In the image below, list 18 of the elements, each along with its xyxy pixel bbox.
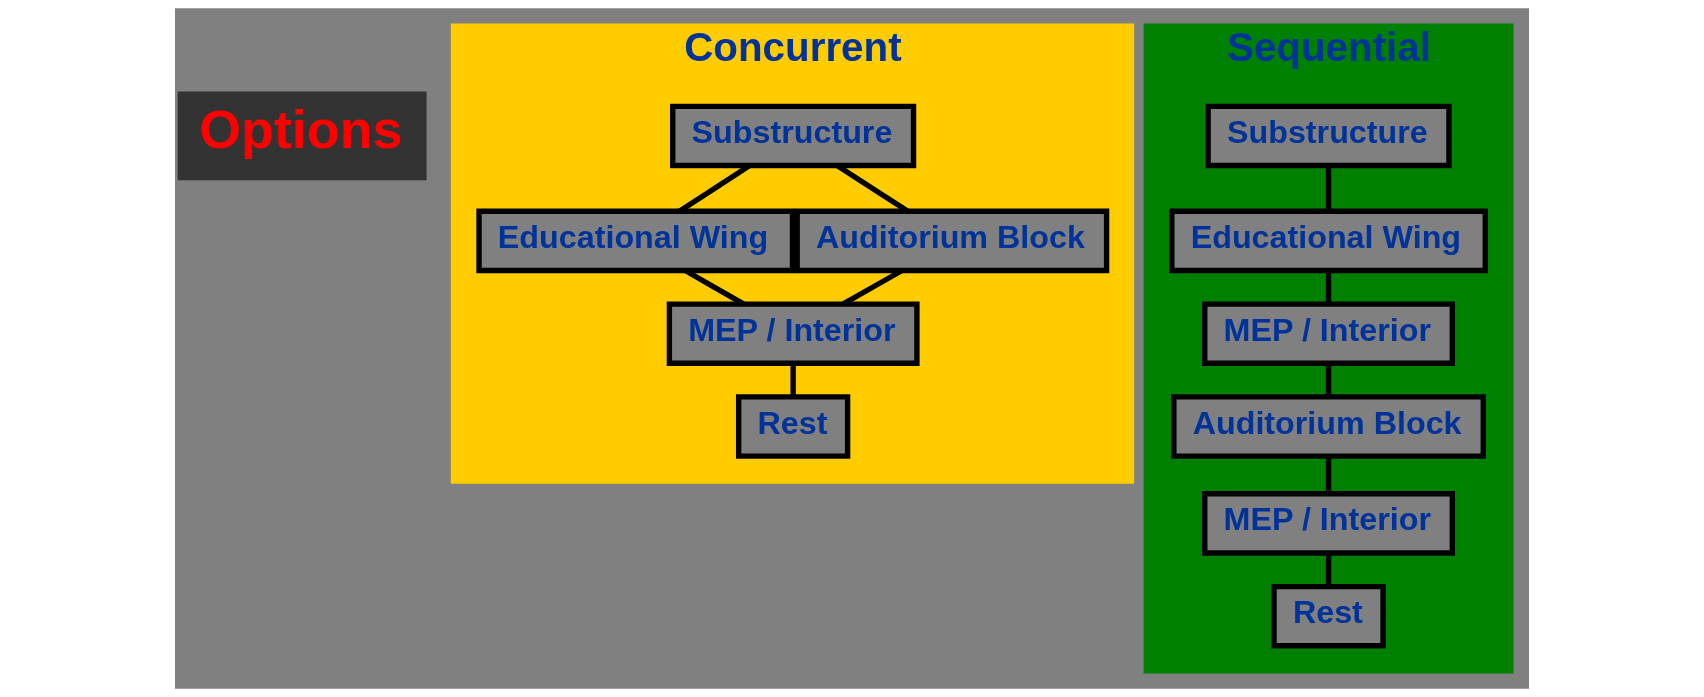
node-box: Substructure bbox=[670, 103, 917, 169]
connector bbox=[1325, 553, 1332, 587]
connector bbox=[1325, 363, 1332, 397]
node-box: MEP / Interior bbox=[666, 301, 920, 366]
node-box: Options bbox=[177, 91, 427, 181]
node-box: Auditorium Block bbox=[1171, 394, 1486, 459]
node-box: Rest bbox=[1271, 583, 1386, 649]
node-box: Auditorium Block bbox=[794, 208, 1110, 274]
connector bbox=[1325, 165, 1332, 212]
node-box: Educational Wing bbox=[1169, 208, 1488, 274]
node-box: Substructure bbox=[1205, 103, 1452, 169]
node-box: MEP / Interior bbox=[1202, 491, 1455, 556]
node-box: Rest bbox=[735, 394, 851, 459]
node-box: MEP / Interior bbox=[1202, 301, 1455, 366]
connector bbox=[1325, 456, 1332, 494]
connector bbox=[790, 363, 796, 397]
connector bbox=[1325, 270, 1332, 304]
node-box: Educational Wing bbox=[476, 208, 796, 274]
